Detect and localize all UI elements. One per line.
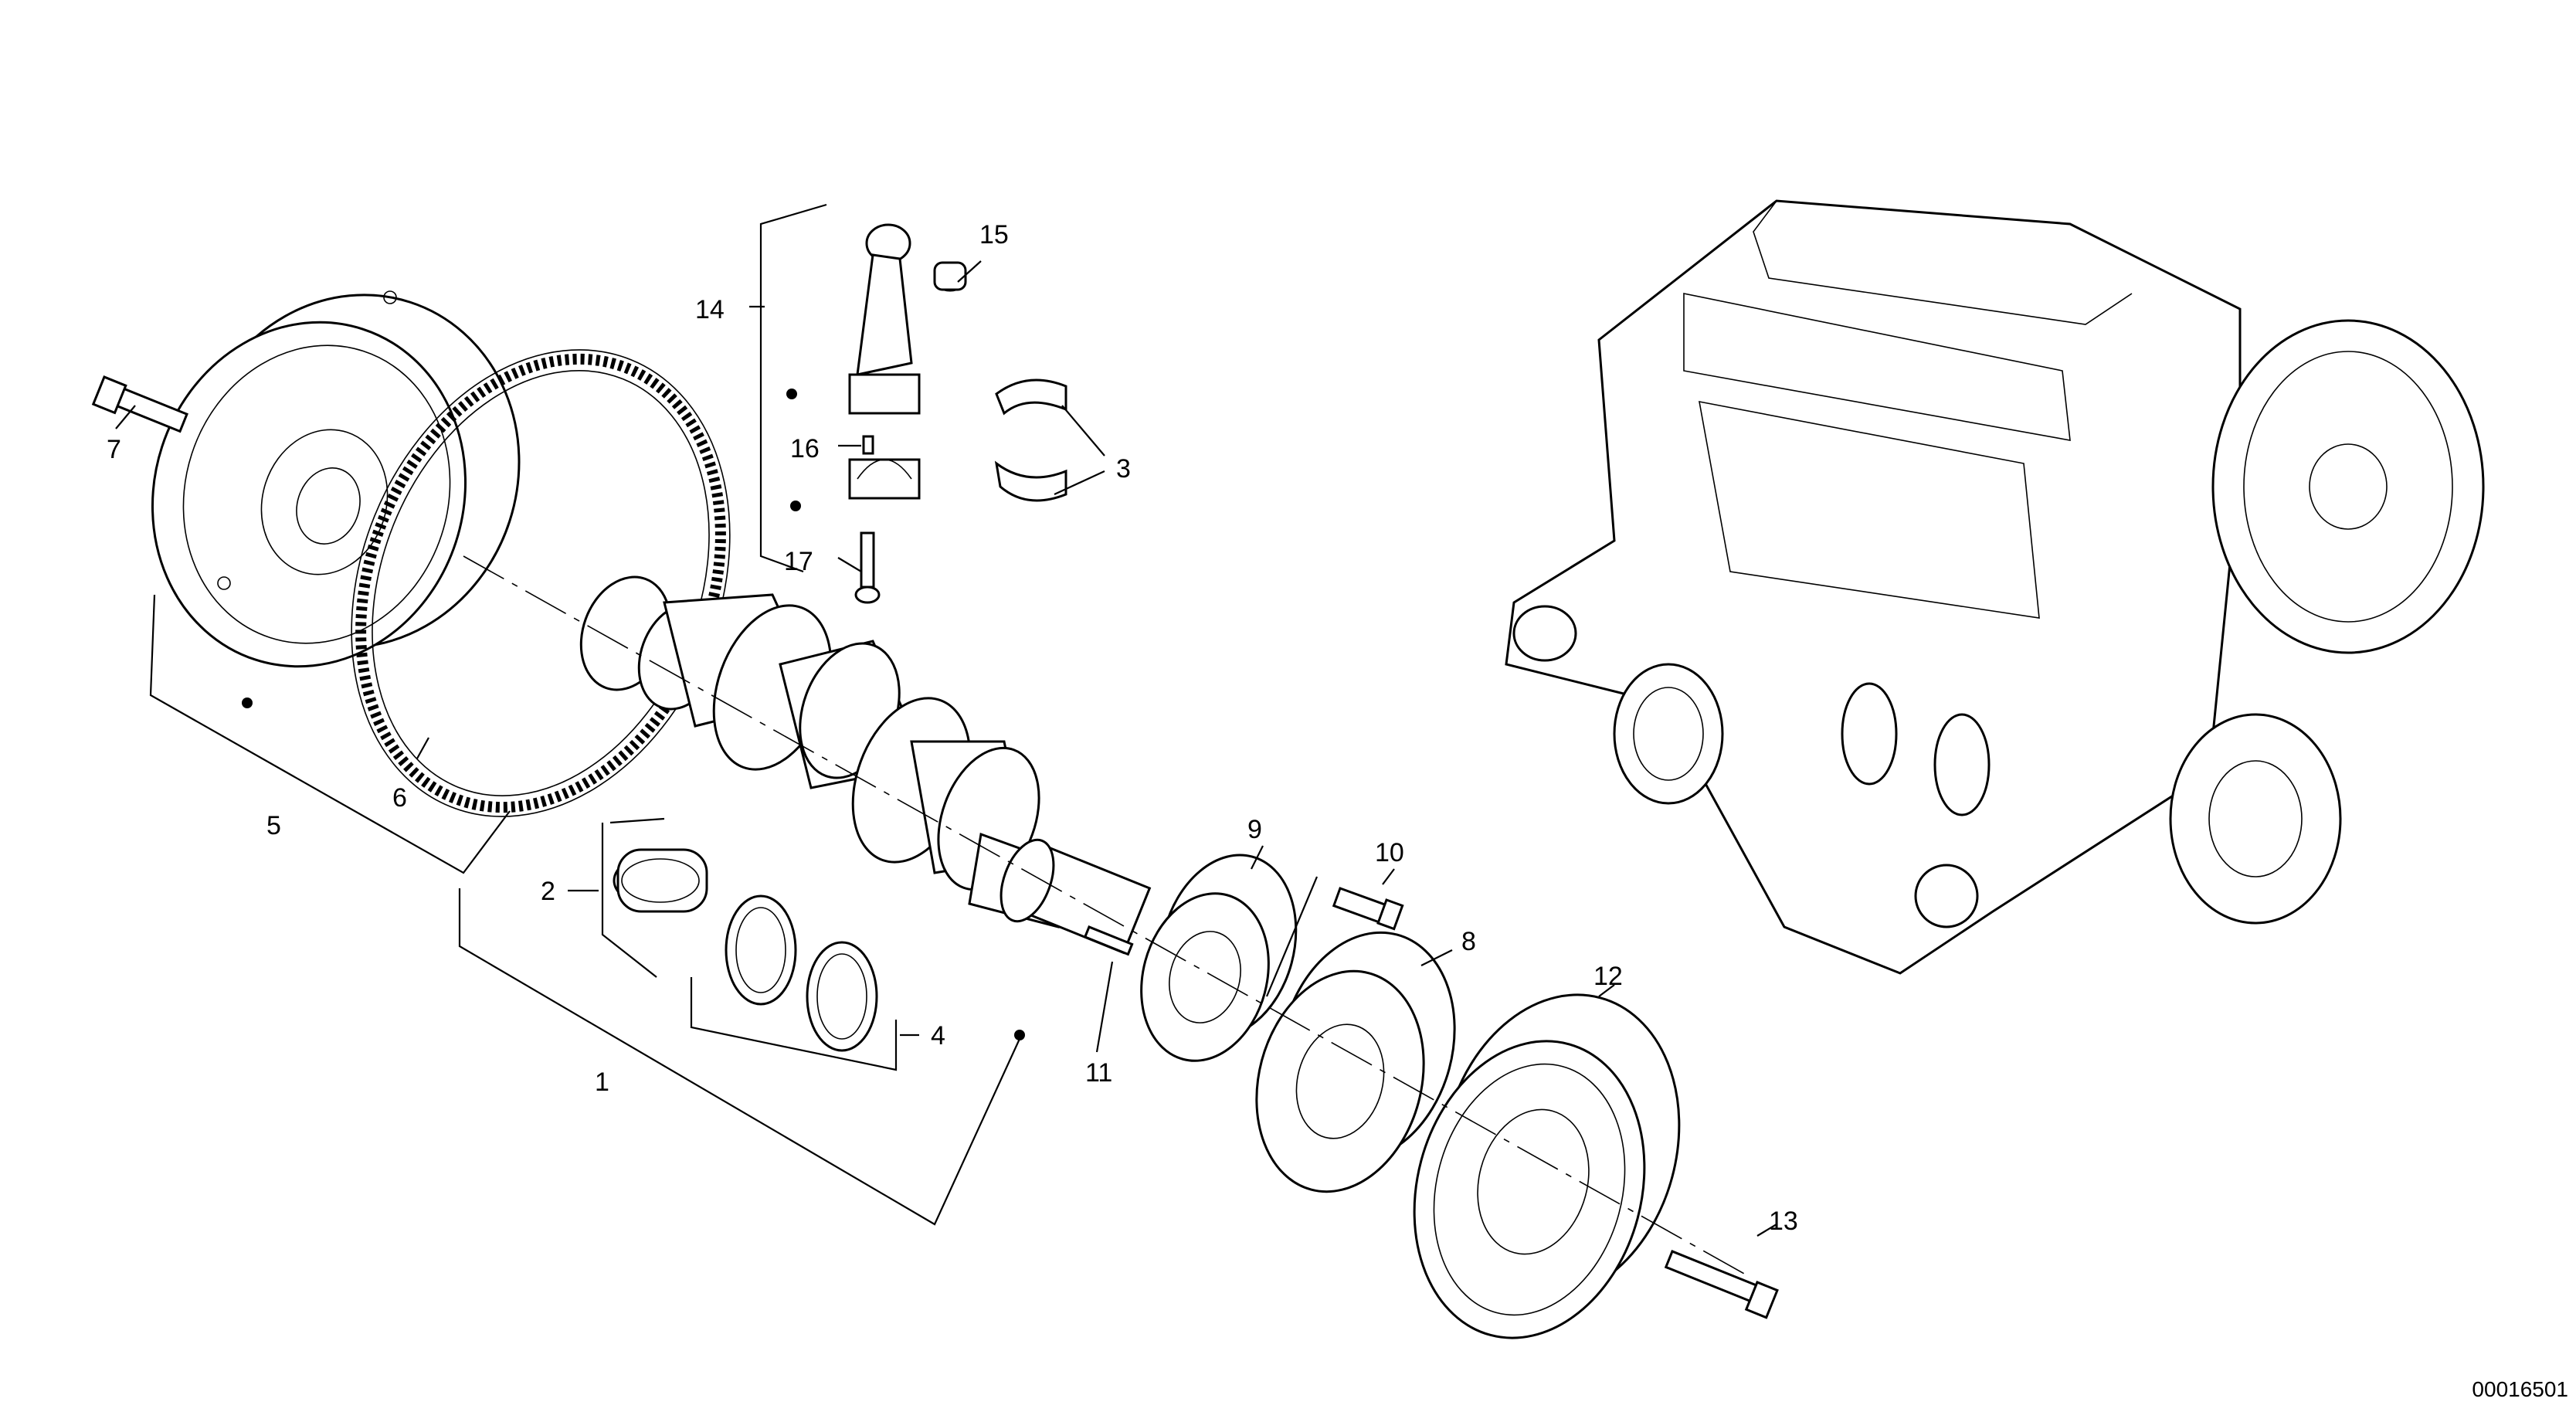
callout-1: 1 [595,1067,609,1097]
document-number: 00016501 [2472,1377,2568,1401]
dowel-pin-part [862,435,874,455]
hub-part [1140,854,1298,1062]
callout-13: 13 [1769,1207,1798,1236]
hub-bolt-part [1332,887,1404,931]
leader-lines [115,203,1777,1237]
callout-10: 10 [1375,838,1404,867]
callout-15: 15 [979,220,1009,249]
connecting-rod-part [848,223,921,500]
callout-9: 9 [1247,815,1262,844]
axis-centerline [463,555,1746,1275]
bushing-part [933,261,967,292]
damper-part [1255,931,1456,1193]
callout-14: 14 [695,295,725,324]
callout-4: 4 [931,1021,945,1051]
reference-dot [786,389,797,399]
callout-2: 2 [541,877,555,906]
flywheel-part [151,290,521,668]
pulley-part [1413,993,1681,1339]
callout-16: 16 [790,434,820,463]
callout-6: 6 [392,783,407,813]
pulley-bolt-part [1664,1250,1779,1319]
callout-17: 17 [784,547,813,576]
callout-5: 5 [266,811,281,840]
reference-dot [790,501,801,511]
callout-3: 3 [1116,454,1131,484]
callout-12: 12 [1593,962,1623,991]
engine-assembly-part [1505,199,2485,975]
reference-dot [242,698,253,708]
thrust-washer-part [725,894,878,1052]
reference-dot [1014,1030,1025,1040]
crankshaft-part [579,575,1152,955]
rod-bolt-part [854,531,881,604]
rod-bearing-part [994,378,1067,502]
main-bearing-part [613,848,708,913]
callout-8: 8 [1461,927,1476,956]
pin-part [1083,925,1134,956]
flywheel-bolt-part [91,375,188,433]
callout-11: 11 [1085,1058,1112,1088]
callout-7: 7 [107,435,121,464]
